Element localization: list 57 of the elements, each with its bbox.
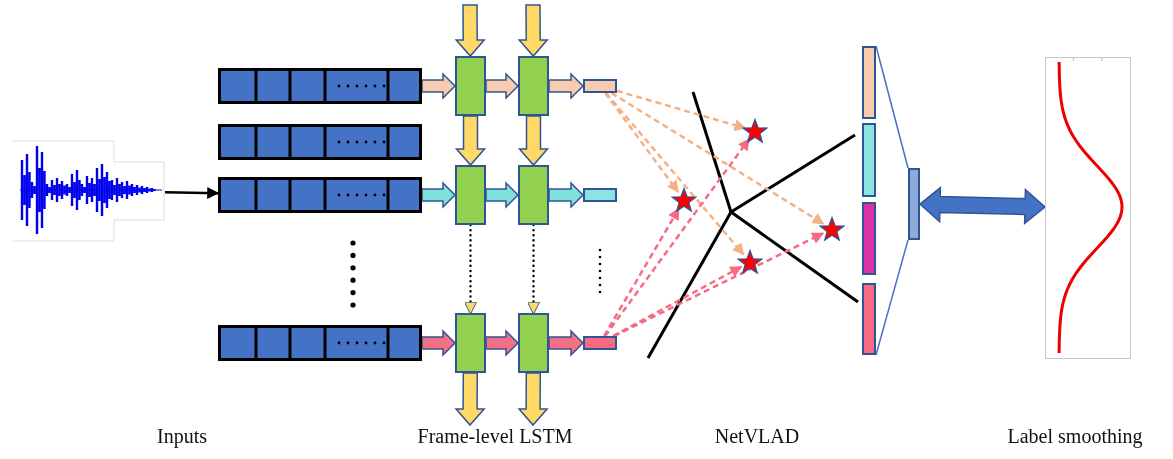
dashed-arrow xyxy=(527,223,540,315)
block-arrow xyxy=(548,329,585,357)
block-arrow xyxy=(454,4,486,58)
block-arrow xyxy=(517,372,549,427)
input-sequence-bar xyxy=(218,325,422,361)
lstm-cell xyxy=(455,313,486,373)
dashed-arrow xyxy=(613,232,825,338)
block-arrow xyxy=(485,329,520,357)
section-label: Inputs xyxy=(157,425,207,448)
feature-vector-bar xyxy=(862,123,876,197)
input-sequence-bar xyxy=(218,177,422,213)
block-arrow xyxy=(918,186,1047,226)
cluster-center-star xyxy=(671,187,697,213)
lstm-cell xyxy=(455,56,486,116)
block-arrow xyxy=(517,115,550,167)
feature-vector-bar xyxy=(862,46,876,119)
lstm-cell xyxy=(518,165,549,225)
dashed-arrow xyxy=(610,91,825,225)
block-arrow xyxy=(517,4,549,58)
block-arrow xyxy=(454,115,487,167)
dashed-arrow xyxy=(612,265,743,338)
dashed-arrow xyxy=(616,89,747,131)
feature-vector-bar xyxy=(908,168,920,240)
waveform-drawing xyxy=(12,140,165,242)
block-arrow xyxy=(485,72,520,100)
dashed-arrow xyxy=(604,138,751,337)
feature-vector-bar xyxy=(862,202,876,275)
feature-vector-bar xyxy=(583,188,617,202)
section-label: Label smoothing xyxy=(1007,425,1143,448)
section-label: Frame-level LSTM xyxy=(417,425,573,448)
feature-vector-bar xyxy=(583,79,617,93)
lstm-cell xyxy=(455,165,486,225)
block-arrow xyxy=(485,181,520,209)
connector-line xyxy=(875,239,909,356)
lstm-cell xyxy=(518,313,549,373)
dashed-arrow xyxy=(604,92,680,193)
block-arrow xyxy=(548,72,585,100)
block-arrow xyxy=(421,329,457,357)
cluster-center-star xyxy=(737,249,763,275)
connector-line xyxy=(875,45,909,169)
block-arrow xyxy=(454,372,486,427)
dashed-arrow xyxy=(605,92,745,256)
block-arrow xyxy=(548,181,585,209)
cluster-center-star xyxy=(742,118,768,144)
feature-vector-bar xyxy=(862,283,876,355)
gaussian-curve-plot xyxy=(1045,57,1131,359)
input-sequence-bar xyxy=(218,68,422,104)
dashed-arrow xyxy=(603,207,680,337)
arrow xyxy=(164,187,220,199)
input-sequence-bar xyxy=(218,124,422,160)
block-arrow xyxy=(421,181,457,209)
section-label: NetVLAD xyxy=(714,425,800,448)
dashed-arrow xyxy=(464,223,477,315)
block-arrow xyxy=(421,72,457,100)
feature-vector-bar xyxy=(583,336,617,350)
cluster-center-star xyxy=(819,216,845,242)
lstm-cell xyxy=(518,56,549,116)
